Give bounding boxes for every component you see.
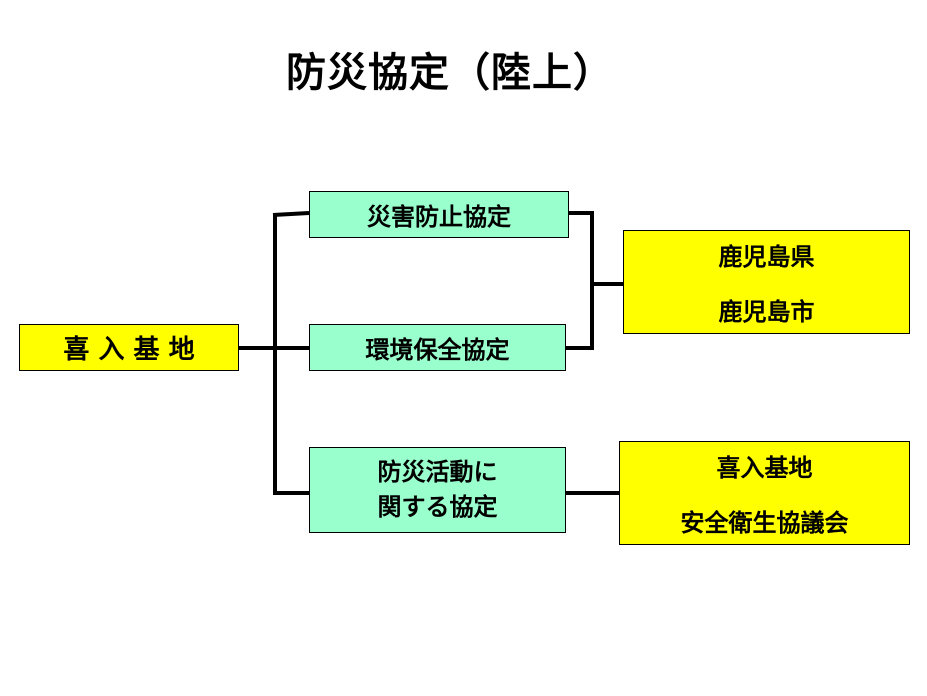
party-box-2: 喜入基地 安全衛生協議会 bbox=[619, 441, 910, 545]
agreement-box-3: 防災活動に 関する協定 bbox=[309, 447, 566, 533]
agreement-box-2: 環境保全協定 bbox=[309, 324, 566, 371]
agreement-label-3-line-2: 関する協定 bbox=[377, 493, 498, 521]
party-label-2-line-1: 喜入基地 bbox=[716, 454, 813, 482]
party-label-2-line-2: 安全衛生協議会 bbox=[680, 509, 849, 537]
connector-branch-1 bbox=[272, 211, 310, 217]
agreement-label-3-line-1: 防災活動に bbox=[377, 458, 498, 487]
source-label: 喜 入 基 地 bbox=[63, 335, 195, 365]
agreement-label-1: 災害防止協定 bbox=[367, 203, 511, 231]
agreement-label-2: 環境保全協定 bbox=[365, 336, 510, 364]
party-label-1-line-1: 鹿児島県 bbox=[718, 243, 815, 271]
page-title: 防災協定（陸上） bbox=[286, 50, 614, 96]
agreement-box-1: 災害防止協定 bbox=[309, 191, 569, 238]
party-box-1: 鹿児島県 鹿児島市 bbox=[623, 230, 910, 334]
party-label-1-line-2: 鹿児島市 bbox=[718, 298, 815, 326]
source-box: 喜 入 基 地 bbox=[19, 324, 239, 371]
